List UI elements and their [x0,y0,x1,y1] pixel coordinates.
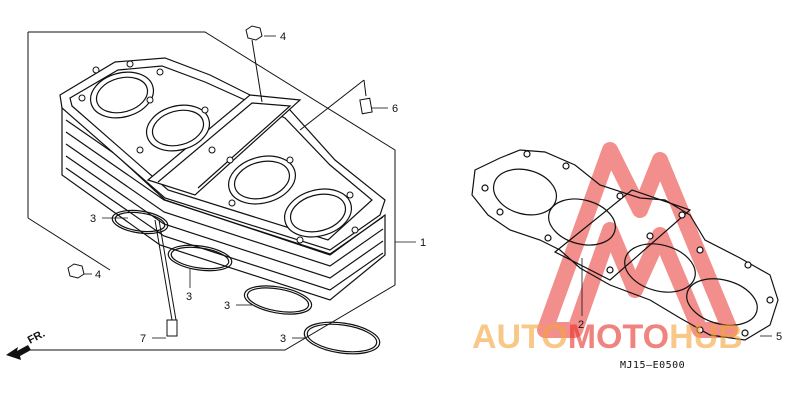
svg-text:AUTOMOTOHUB: AUTOMOTOHUB [472,318,743,356]
direction-label: FR. [26,328,47,347]
front-direction-arrow: FR. [6,328,47,360]
callout-5: 5 [776,331,782,343]
cylinder-block [59,57,386,301]
watermark-moto: MOTO [568,318,669,356]
leader-lines [84,35,772,339]
cylinder-base-gasket [471,149,779,341]
callout-2: 2 [578,319,584,331]
callout-3b: 3 [186,291,192,303]
callout-3c: 3 [224,300,230,312]
watermark-hub: HUB [669,318,743,356]
o-rings [111,209,381,355]
callout-3d: 3 [280,333,286,345]
callout-labels: 1 2 3 3 3 3 4 4 5 6 7 [90,31,782,345]
callout-7: 7 [140,333,146,345]
callout-6: 6 [392,103,398,115]
watermark-text: AUTOMOTOHUB [472,318,743,356]
callout-4a: 4 [280,31,286,43]
fasteners [67,25,373,337]
callout-3a: 3 [90,213,96,225]
callout-1: 1 [420,237,426,249]
callout-4b: 4 [95,269,101,281]
watermark-auto: AUTO [472,318,568,356]
part-code: MJ15—E0500 [620,360,685,371]
assembly-frame [27,31,396,351]
watermark-logo [537,142,738,338]
